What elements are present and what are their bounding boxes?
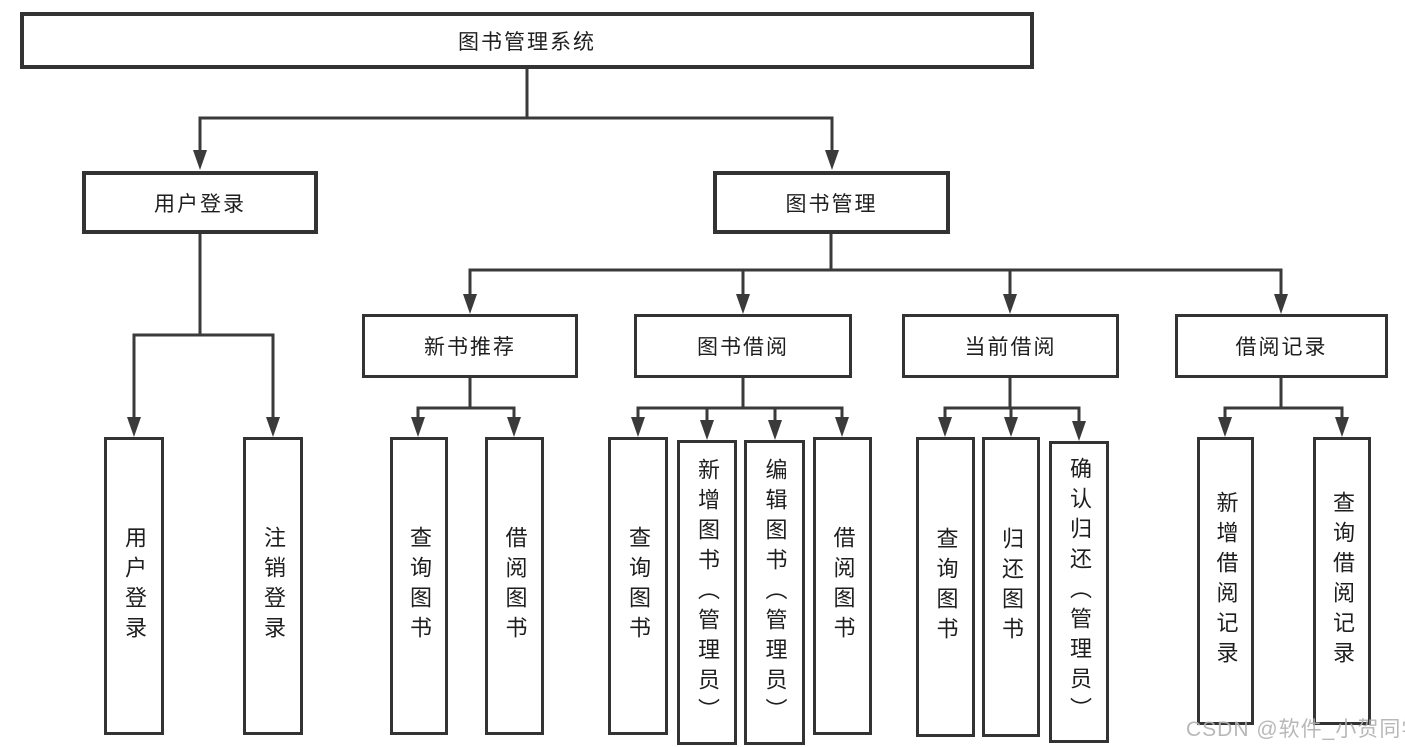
- leaf-user-login: 用户登录: [104, 437, 164, 735]
- arrow-to-current-borrow: [1003, 294, 1017, 314]
- arrow-bb-query: [631, 417, 645, 437]
- arrow-bb-add: [700, 420, 714, 440]
- connector-user-login-branch: [132, 232, 275, 423]
- connector-root-branch: [198, 66, 834, 156]
- arrow-cb-confirm: [1072, 421, 1086, 441]
- arrow-br-add: [1218, 417, 1232, 437]
- leaf-bb-borrow-books: 借阅图书: [813, 437, 872, 735]
- arrow-to-new-book: [463, 294, 477, 314]
- leaf-bb-edit-books-admin: 编辑图书（管理员）: [744, 440, 805, 745]
- leaf-cb-confirm-return-admin: 确认归还（管理员）: [1049, 441, 1109, 743]
- connector-current-borrow-branch: [943, 376, 1081, 427]
- arrow-bb-borrow: [835, 417, 849, 437]
- leaf-cb-return-books: 归还图书: [982, 437, 1040, 737]
- connector-new-book-branch: [416, 376, 516, 423]
- arrow-bb-edit: [768, 420, 782, 440]
- leaf-cb-query-books: 查询图书: [916, 437, 975, 737]
- node-book-borrow: 图书借阅: [634, 314, 852, 378]
- leaf-bb-query-books: 查询图书: [608, 437, 668, 735]
- node-user-login: 用户登录: [82, 171, 318, 234]
- leaf-logout: 注销登录: [243, 437, 303, 735]
- leaf-br-add-record: 新增借阅记录: [1197, 437, 1254, 725]
- csdn-watermark: CSDN @软件_小贺同学: [1186, 718, 1405, 741]
- connector-book-borrow-branch: [636, 376, 844, 426]
- leaf-nb-borrow-books: 借阅图书: [485, 437, 544, 735]
- arrow-cb-return: [1004, 417, 1018, 437]
- arrow-nb-query: [411, 417, 425, 437]
- arrow-to-book-mgmt: [825, 150, 839, 170]
- leaf-br-query-record: 查询借阅记录: [1313, 437, 1371, 725]
- arrow-to-borrow-records: [1274, 294, 1288, 314]
- connector-borrow-records-branch: [1223, 376, 1344, 423]
- arrow-cb-query: [938, 417, 952, 437]
- arrow-br-query: [1335, 417, 1349, 437]
- node-new-book-recommend: 新书推荐: [362, 314, 578, 378]
- connector-book-mgmt-branch: [468, 232, 1283, 300]
- arrow-to-user-login: [193, 150, 207, 170]
- leaf-nb-query-books: 查询图书: [390, 437, 448, 735]
- arrow-to-book-borrow: [736, 294, 750, 314]
- arrow-nb-borrow: [507, 417, 521, 437]
- leaf-bb-add-books-admin: 新增图书（管理员）: [677, 440, 737, 745]
- node-book-mgmt: 图书管理: [713, 171, 950, 234]
- arrow-to-leaf-user-login: [127, 417, 141, 437]
- arrow-to-leaf-logout: [266, 417, 280, 437]
- node-root-system: 图书管理系统: [20, 12, 1034, 69]
- node-borrow-records: 借阅记录: [1175, 314, 1388, 378]
- node-current-borrow: 当前借阅: [902, 314, 1119, 378]
